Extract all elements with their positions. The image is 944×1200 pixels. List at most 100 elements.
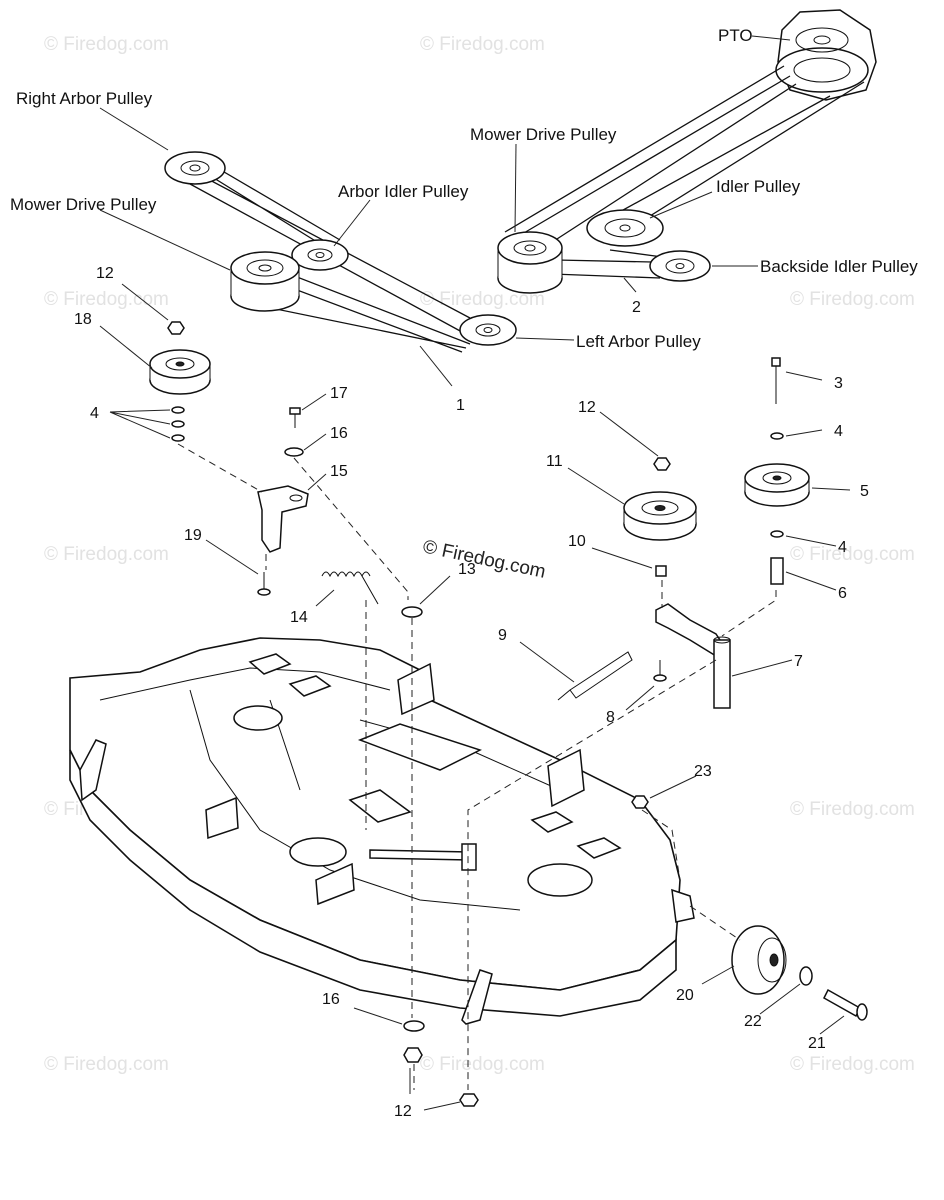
- callout-1: 1: [456, 397, 465, 414]
- callout-12: 12: [96, 265, 114, 282]
- spindle-opening-right: [527, 863, 593, 897]
- callout-4: 4: [838, 539, 847, 556]
- deck-hanger-bracket: [547, 748, 585, 808]
- callout-5: 5: [860, 483, 869, 500]
- right-idler-hardware: [557, 357, 810, 709]
- watermark: © Firedog.com: [44, 34, 169, 55]
- leader-lines: [99, 35, 851, 1111]
- callout-12: 12: [394, 1103, 412, 1120]
- label-right-arbor-pulley: Right Arbor Pulley: [16, 89, 153, 108]
- deck-bracket: [530, 811, 574, 833]
- callout-4: 4: [834, 423, 843, 440]
- callout-11: 11: [546, 453, 563, 470]
- deck-slot: [369, 849, 471, 861]
- deck-bracket: [576, 837, 622, 859]
- spacer-6: [770, 557, 784, 585]
- callout-7: 7: [794, 653, 803, 670]
- callout-numbers: 1 2 3 4 4 4 5 6 7 8 9 10 11 12 12 12 13 …: [74, 265, 869, 1120]
- washer-4: [171, 434, 185, 442]
- watermark: © Firedog.com: [790, 544, 915, 565]
- label-mower-drive-pulley-right: Mower Drive Pulley: [470, 125, 617, 144]
- watermark: © Firedog.com: [44, 544, 169, 565]
- bolt-8: [653, 674, 667, 682]
- deck-hanger-bracket: [205, 796, 239, 840]
- mower-belt-2: [504, 65, 865, 279]
- callout-2: 2: [632, 299, 641, 316]
- bolt-17: [289, 407, 301, 415]
- watermark-main: © Firedog.com: [421, 536, 548, 583]
- wheel-bracket: [671, 888, 695, 923]
- callout-4: 4: [90, 405, 99, 422]
- deck-post: [461, 843, 477, 871]
- deck-skirt: [69, 749, 677, 1017]
- callout-15: 15: [330, 463, 348, 480]
- part-name-labels: PTO Right Arbor Pulley Mower Drive Pulle…: [10, 26, 918, 351]
- deck-bracket: [288, 675, 332, 697]
- washer-4: [770, 530, 784, 538]
- spring-14: [321, 571, 379, 605]
- washer-16: [284, 447, 304, 457]
- watermark: © Firedog.com: [420, 1054, 545, 1075]
- arbor-idler-pulley: [291, 239, 349, 271]
- deck-plate: [348, 789, 412, 823]
- washer-22: [799, 966, 813, 986]
- callout-3: 3: [834, 375, 843, 392]
- pivot-tube-7: [713, 639, 731, 709]
- deck-hanger-bracket: [397, 662, 435, 716]
- label-arbor-idler-pulley: Arbor Idler Pulley: [338, 182, 469, 201]
- washer-13: [401, 606, 423, 618]
- nut-12: [653, 457, 671, 471]
- callout-17: 17: [330, 385, 348, 402]
- assembly-guide-lines: [177, 443, 777, 1090]
- backside-idler-pulley: [649, 250, 711, 282]
- deck-plate: [357, 723, 482, 771]
- callout-22: 22: [744, 1013, 762, 1030]
- callout-16: 16: [330, 425, 348, 442]
- callout-23: 23: [694, 763, 712, 780]
- spring-9: [557, 651, 633, 701]
- nut-12: [167, 321, 185, 335]
- washer-4: [171, 420, 185, 428]
- spindle-opening-left: [233, 705, 283, 731]
- left-arbor-pulley: [459, 314, 517, 346]
- label-idler-pulley: Idler Pulley: [716, 177, 801, 196]
- nut-23: [631, 795, 649, 809]
- idler-pulley: [586, 209, 664, 247]
- callout-18: 18: [74, 311, 92, 328]
- idler-bracket-15: [257, 485, 309, 553]
- watermark: © Firedog.com: [44, 289, 169, 310]
- spindle-opening-center: [289, 837, 347, 867]
- right-arbor-pulley: [164, 151, 226, 185]
- callout-9: 9: [498, 627, 507, 644]
- watermark: © Firedog.com: [44, 1054, 169, 1075]
- callout-10: 10: [568, 533, 586, 550]
- callout-21: 21: [808, 1035, 826, 1052]
- watermark: © Firedog.com: [420, 34, 545, 55]
- washer-16: [403, 1020, 425, 1032]
- watermark: © Firedog.com: [790, 799, 915, 820]
- callout-20: 20: [676, 987, 694, 1004]
- washer-4: [770, 432, 784, 440]
- mower-deck: [69, 637, 695, 1025]
- callout-8: 8: [606, 709, 615, 726]
- watermark: © Firedog.com: [790, 289, 915, 310]
- nut-12: [403, 1047, 423, 1063]
- callout-19: 19: [184, 527, 202, 544]
- watermark: © Firedog.com: [420, 289, 545, 310]
- nut-12: [459, 1093, 479, 1107]
- label-mower-drive-pulley-left: Mower Drive Pulley: [10, 195, 157, 214]
- callout-16: 16: [322, 991, 340, 1008]
- callout-13: 13: [458, 561, 476, 578]
- spacer-10: [655, 565, 667, 577]
- label-backside-idler-pulley: Backside Idler Pulley: [760, 257, 918, 276]
- bolt-3: [771, 357, 781, 367]
- mower-drive-pulley: [497, 231, 563, 265]
- deck-side-bracket: [79, 739, 107, 802]
- label-pto: PTO: [718, 26, 753, 45]
- left-idler-hardware: [149, 321, 423, 618]
- callout-14: 14: [290, 609, 308, 626]
- callout-12: 12: [578, 399, 596, 416]
- callout-6: 6: [838, 585, 847, 602]
- watermark: © Firedog.com: [790, 1054, 915, 1075]
